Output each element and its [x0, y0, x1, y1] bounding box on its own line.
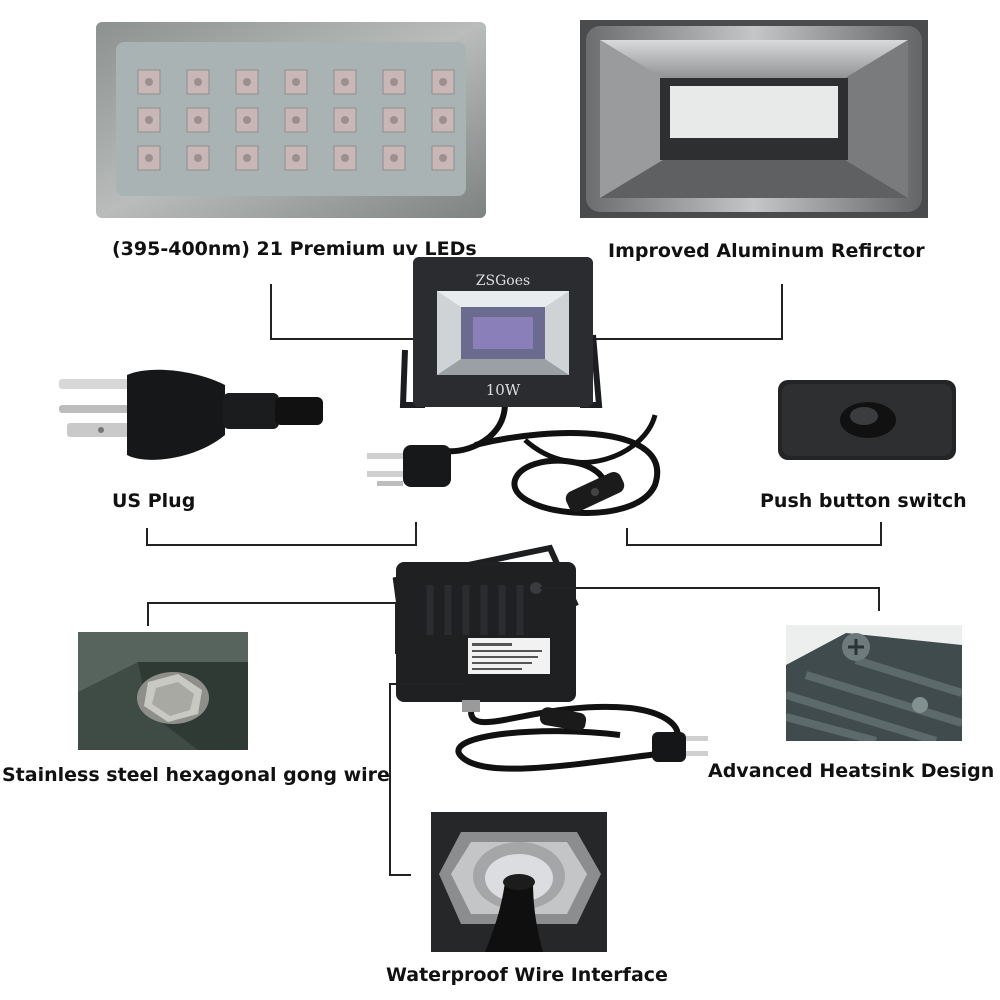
switch-bracket-bottom	[626, 544, 882, 546]
led-chip-die	[145, 78, 153, 86]
led-chip-die	[243, 78, 251, 86]
gong-connector-drop	[395, 602, 397, 654]
plug-bracket-left	[146, 528, 148, 546]
reflector-connector-horizontal	[548, 338, 783, 340]
led-chip-die	[243, 154, 251, 162]
switch-label: Push button switch	[760, 490, 967, 512]
waterproof-connector-bottom	[389, 874, 411, 876]
waterproof-connector-horizontal	[389, 683, 464, 685]
heatsink-connector-horizontal	[540, 587, 880, 589]
led-chip-die	[390, 154, 398, 162]
led-chip-die	[145, 154, 153, 162]
led-chip-die	[341, 116, 349, 124]
led-chip-die	[439, 154, 447, 162]
plug-bracket-right	[415, 522, 417, 546]
reflector-photo	[580, 20, 928, 218]
switch-photo	[778, 380, 956, 460]
plug-bracket-bottom	[146, 544, 417, 546]
floodlight-back	[390, 540, 720, 780]
led-chip-die	[243, 116, 251, 124]
switch-bracket-left	[626, 528, 628, 546]
led-chip-die	[439, 116, 447, 124]
reflector-label: Improved Aluminum Refirctor	[608, 240, 925, 262]
led-chip-die	[145, 116, 153, 124]
led-chip-die	[390, 116, 398, 124]
led-chip-die	[194, 154, 202, 162]
cable-gland-photo	[431, 812, 607, 952]
gong-connector-horizontal	[147, 602, 397, 604]
us-plug-photo	[55, 365, 325, 475]
led-label: (395-400nm) 21 Premium uv LEDs	[112, 238, 477, 260]
gong-connector-vertical	[147, 604, 149, 626]
floodlight-front: ZSGoes 10W	[355, 255, 675, 525]
hex-bolt-icon	[78, 632, 248, 750]
cable-gland-icon	[431, 812, 607, 952]
led-chip-die	[292, 116, 300, 124]
switch-bracket-right	[880, 522, 882, 546]
led-chip-die	[194, 78, 202, 86]
us-plug-icon	[59, 369, 323, 460]
hex-bolt-photo	[78, 632, 248, 750]
rocker-switch-icon	[778, 380, 956, 460]
led-chip-die	[194, 116, 202, 124]
led-connector-vertical	[270, 284, 272, 340]
led-connector-horizontal	[270, 338, 485, 340]
led-chip-die	[439, 78, 447, 86]
waterproof-label: Waterproof Wire Interface	[386, 964, 668, 986]
led-chip-die	[292, 78, 300, 86]
led-chip-die	[390, 78, 398, 86]
plug-label: US Plug	[112, 490, 196, 512]
led-chip-die	[341, 154, 349, 162]
heatsink-label: Advanced Heatsink Design	[708, 760, 995, 782]
gong-label: Stainless steel hexagonal gong wire	[2, 764, 390, 786]
reflector-connector-vertical	[781, 284, 783, 340]
heatsink-connector-vertical	[878, 587, 880, 611]
heatsink-photo	[786, 625, 962, 741]
wattage-text: 10W	[486, 381, 521, 399]
waterproof-connector-vertical	[389, 683, 391, 876]
led-panel-photo	[96, 22, 486, 218]
led-chip-die	[292, 154, 300, 162]
brand-text: ZSGoes	[476, 273, 530, 289]
led-chip-die	[341, 78, 349, 86]
